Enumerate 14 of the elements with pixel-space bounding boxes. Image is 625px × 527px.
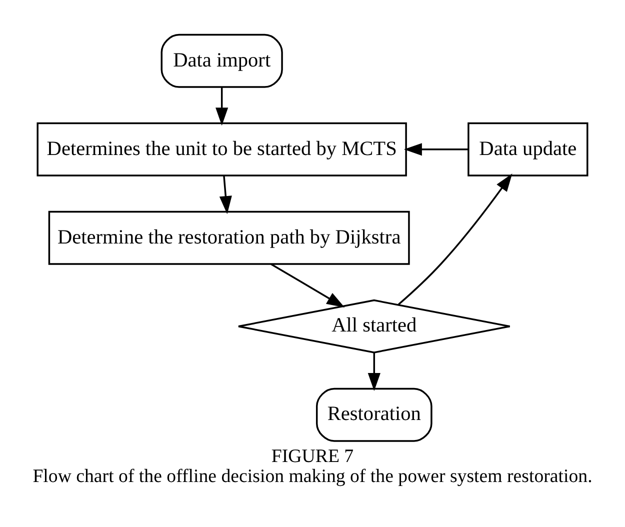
arrow xyxy=(216,86,228,126)
node-box: Determine the restoration path by Dijkstra xyxy=(48,210,410,264)
node-box: Restoration xyxy=(316,387,432,442)
arrow xyxy=(219,175,232,214)
caption: Flow chart of the offline decision making of the power system restoration. xyxy=(32,466,592,487)
arrow xyxy=(368,352,380,391)
node-box: Determines the unit to be started by MCTS xyxy=(36,122,407,176)
node-box: Data import xyxy=(160,33,283,88)
node-box: Data update xyxy=(468,122,588,176)
arrow xyxy=(270,262,345,308)
arrow xyxy=(398,173,512,305)
arrow xyxy=(404,142,468,156)
node-diamond: All started xyxy=(238,298,511,353)
diagram-title: FIGURE 7 xyxy=(271,445,354,466)
